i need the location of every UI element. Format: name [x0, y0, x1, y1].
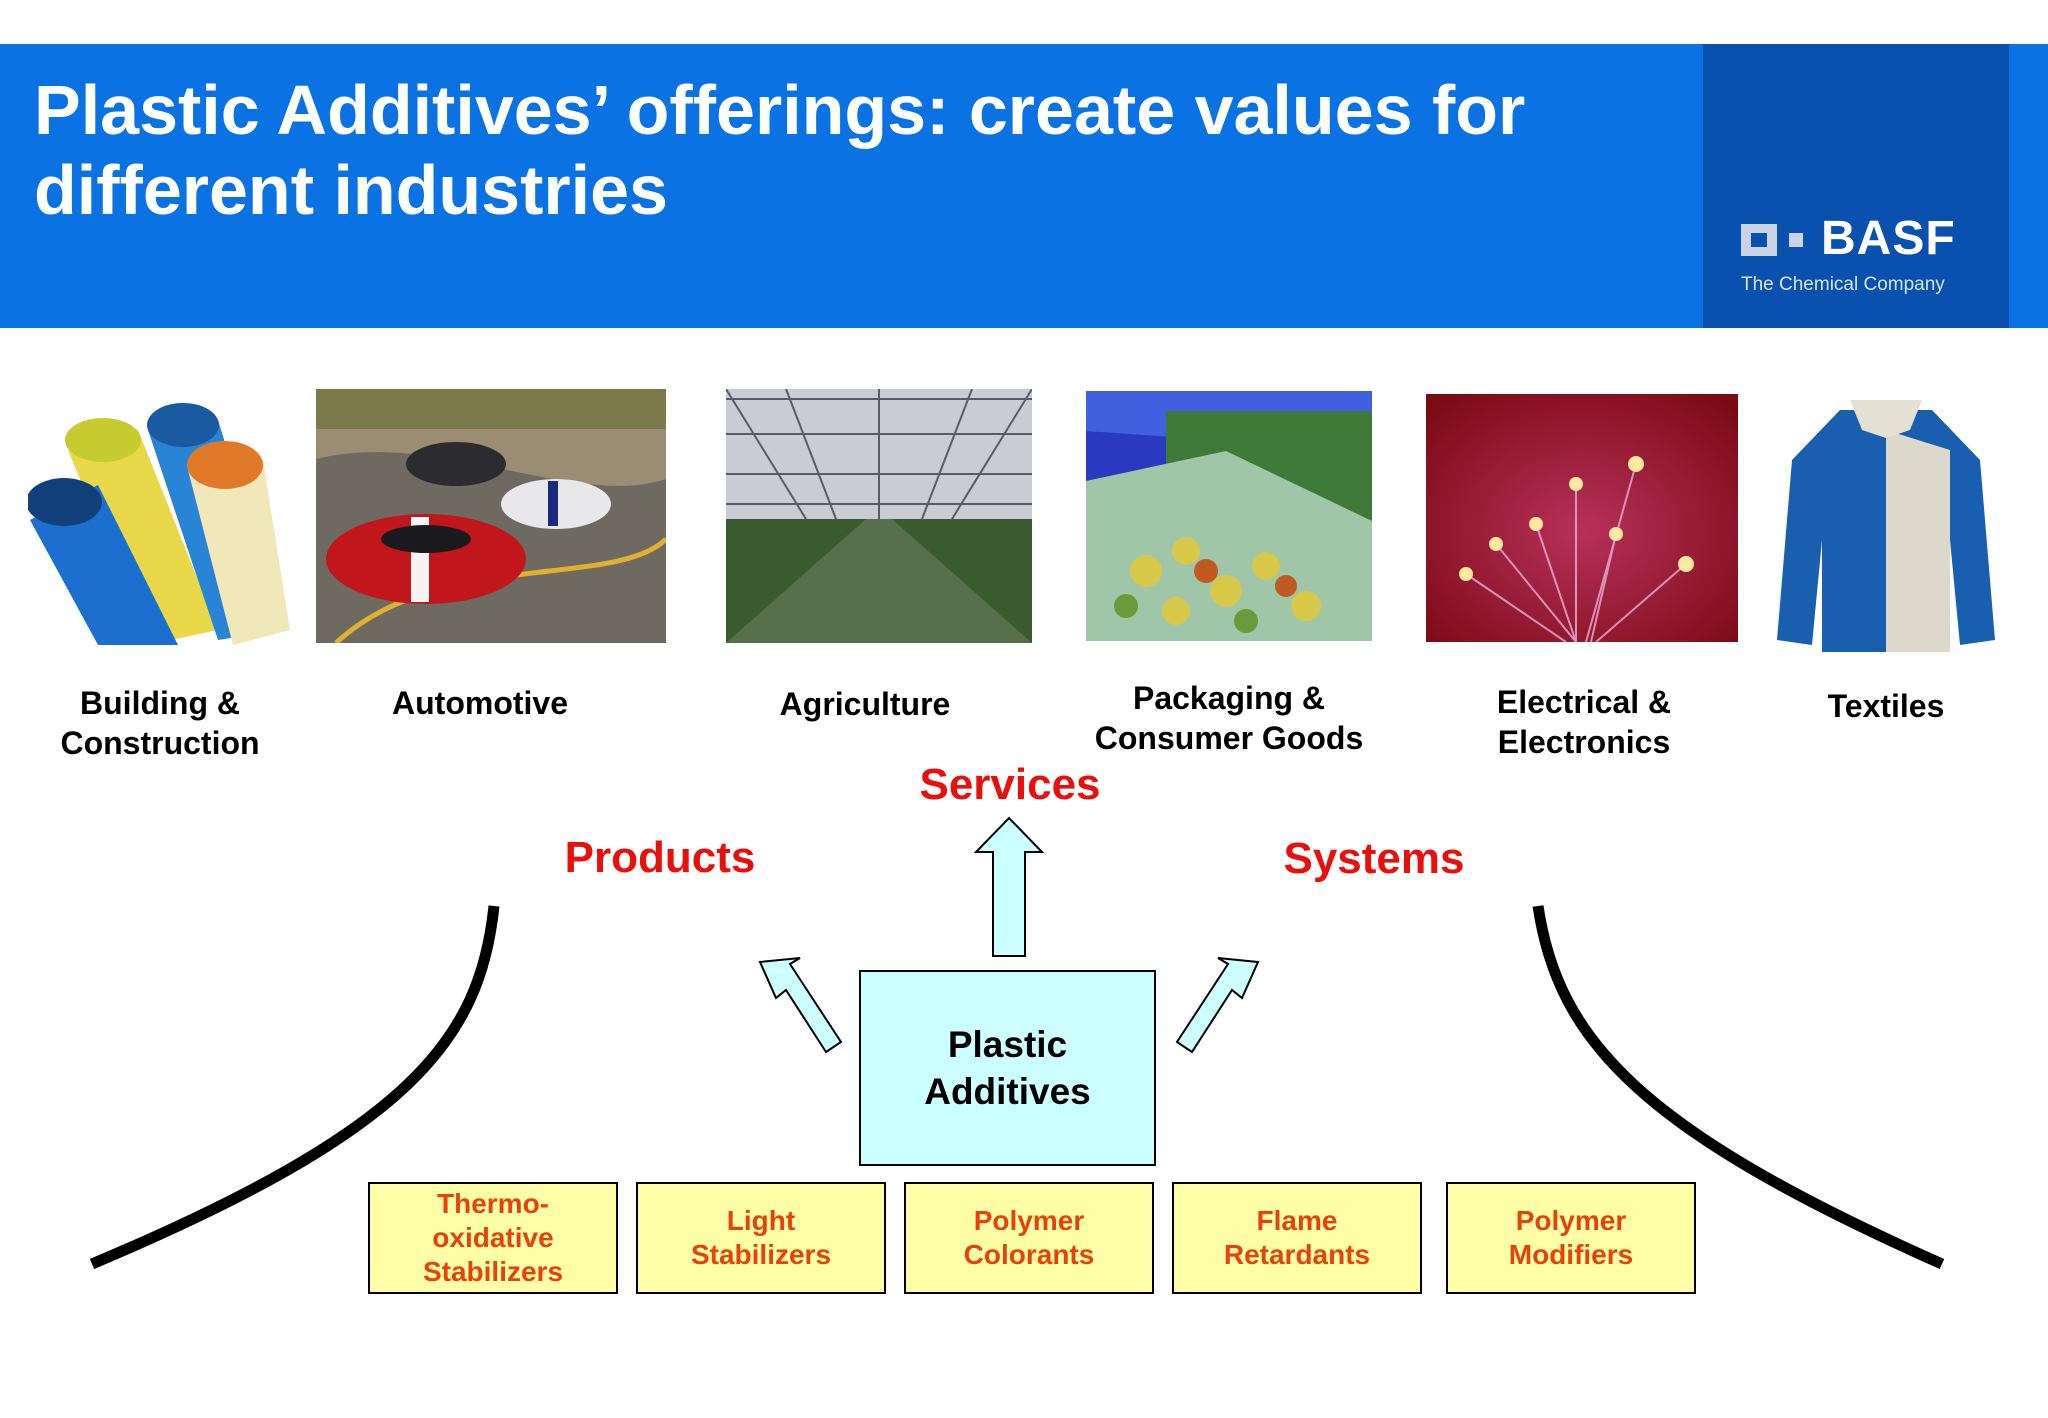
slide-title: Plastic Additives’ offerings: create val…: [34, 71, 1526, 229]
fiber-optics-image: [1426, 394, 1738, 642]
category-label: Flame Retardants: [1223, 1205, 1371, 1270]
industry-label-agriculture: Agriculture: [779, 686, 951, 722]
industry-label-electrical: Electrical & Electronics: [1496, 684, 1672, 760]
category-box-thermo-oxidative: Thermo-oxidative Stabilizers: [368, 1182, 618, 1294]
category-box-light-stabilizers: Light Stabilizers: [636, 1182, 886, 1294]
packaging-image: [1086, 391, 1372, 641]
category-box-polymer-modifiers: Polymer Modifiers: [1446, 1182, 1696, 1294]
plastic-additives-label: Plastic Additives: [924, 1024, 1091, 1112]
products-label: Products: [564, 833, 756, 882]
basf-logo: BASF The Chemical Company: [1703, 44, 2009, 328]
arrow-up-services: [973, 816, 1045, 957]
category-label: Light Stabilizers: [690, 1205, 832, 1270]
systems-label: Systems: [1283, 834, 1465, 883]
logo-name: BASF: [1821, 212, 1956, 265]
jacket-image: [1770, 390, 2002, 656]
industry-label-automotive: Automotive: [392, 685, 568, 721]
pipes-image: [28, 390, 293, 645]
header-banner: Plastic Additives’ offerings: create val…: [0, 44, 2048, 328]
right-curve: [1532, 905, 1945, 1270]
category-label: Thermo-oxidative Stabilizers: [422, 1188, 564, 1287]
plastic-additives-box: Plastic Additives: [859, 970, 1156, 1166]
category-box-polymer-colorants: Polymer Colorants: [904, 1182, 1154, 1294]
category-label: Polymer Colorants: [963, 1205, 1095, 1270]
basf-logo-mark: [1741, 224, 1803, 256]
logo-tagline: The Chemical Company: [1741, 274, 1945, 295]
arrow-up-left-products: [758, 957, 843, 1054]
cars-image: [316, 389, 666, 643]
greenhouse-image: [726, 389, 1032, 643]
industry-label-textiles: Textiles: [1827, 688, 1945, 724]
services-label: Services: [919, 760, 1101, 809]
category-label: Polymer Modifiers: [1508, 1205, 1634, 1270]
left-curve: [89, 905, 500, 1270]
industry-label-packaging: Packaging & Consumer Goods: [1094, 680, 1364, 756]
arrow-up-right-systems: [1175, 957, 1260, 1054]
industry-label-building: Building & Construction: [60, 685, 260, 761]
category-box-flame-retardants: Flame Retardants: [1172, 1182, 1422, 1294]
